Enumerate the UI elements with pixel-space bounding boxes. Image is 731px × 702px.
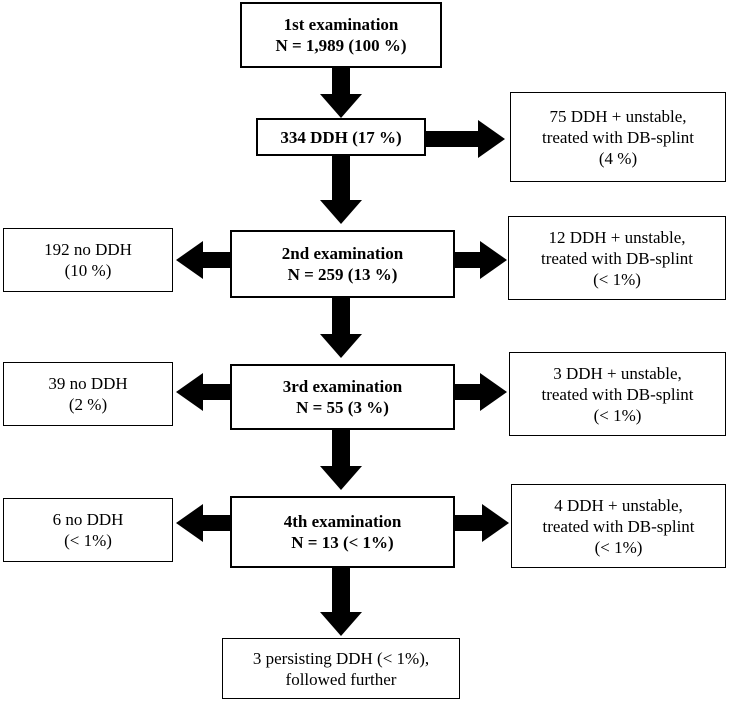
exam1-title: 1st examination — [283, 15, 399, 34]
noddh3-line-2: (2 %) — [68, 395, 108, 414]
exam3-title: 3rd examination — [282, 377, 403, 396]
arrow-down-ddh-to-exam2 — [320, 156, 362, 224]
splint1-line-2: treated with DB-splint — [541, 127, 695, 147]
splint2-line-3: (< 1%) — [593, 269, 641, 289]
ddh-box: 334 DDH (17 %) — [256, 118, 426, 156]
arrow-right-exam4-to-splint4 — [455, 504, 509, 542]
arrow-left-exam4-to-noddh4 — [176, 504, 230, 542]
arrow-left-exam2-to-noddh2 — [176, 241, 230, 279]
exam3-count: N = 55 (3 %) — [296, 398, 389, 417]
splint2-box: 12 DDH + unstable, treated with DB-splin… — [508, 216, 726, 300]
ddh-label: 334 DDH (17 %) — [280, 127, 402, 147]
exam2-count: N = 259 (13 %) — [287, 265, 398, 284]
noddh4-box: 6 no DDH (< 1%) — [3, 498, 173, 562]
splint4-box: 4 DDH + unstable, treated with DB-splint… — [511, 484, 726, 568]
splint1-box: 75 DDH + unstable, treated with DB-splin… — [510, 92, 726, 182]
noddh4-line-2: (< 1%) — [64, 531, 112, 550]
noddh2-line-2: (10 %) — [64, 261, 112, 280]
splint4-line-3: (< 1%) — [594, 537, 643, 557]
exam1-box: 1st examination N = 1,989 (100 %) — [240, 2, 442, 68]
splint4-line-1: 4 DDH + unstable, — [554, 495, 683, 515]
exam4-count: N = 13 (< 1%) — [291, 533, 394, 552]
exam1-count: N = 1,989 (100 %) — [275, 36, 407, 55]
splint4-line-2: treated with DB-splint — [542, 516, 695, 536]
splint3-line-3: (< 1%) — [593, 405, 642, 425]
persisting-line-2: followed further — [285, 669, 397, 689]
exam2-title: 2nd examination — [281, 244, 404, 263]
splint3-line-2: treated with DB-splint — [541, 384, 694, 404]
splint3-line-1: 3 DDH + unstable, — [553, 363, 682, 383]
exam4-title: 4th examination — [283, 512, 402, 531]
splint2-line-1: 12 DDH + unstable, — [548, 227, 686, 247]
persisting-box: 3 persisting DDH (< 1%), followed furthe… — [222, 638, 460, 699]
arrow-right-exam3-to-splint3 — [455, 373, 507, 411]
arrow-right-ddh-to-splint1 — [425, 120, 505, 158]
noddh2-line-1: 192 no DDH — [44, 240, 132, 259]
noddh2-box: 192 no DDH (10 %) — [3, 228, 173, 292]
noddh3-box: 39 no DDH (2 %) — [3, 362, 173, 426]
splint1-line-3: (4 %) — [598, 148, 638, 168]
arrow-down-exam2-to-exam3 — [320, 298, 362, 358]
splint3-box: 3 DDH + unstable, treated with DB-splint… — [509, 352, 726, 436]
arrow-down-exam1-to-ddh — [320, 68, 362, 118]
arrow-down-exam4-to-persisting — [320, 568, 362, 636]
arrow-left-exam3-to-noddh3 — [176, 373, 230, 411]
splint1-line-1: 75 DDH + unstable, — [549, 106, 687, 126]
noddh3-line-1: 39 no DDH — [48, 374, 128, 393]
exam2-box: 2nd examination N = 259 (13 %) — [230, 230, 455, 298]
noddh4-line-1: 6 no DDH — [52, 510, 124, 529]
exam3-box: 3rd examination N = 55 (3 %) — [230, 364, 455, 430]
persisting-line-1: 3 persisting DDH (< 1%), — [252, 648, 430, 668]
exam4-box: 4th examination N = 13 (< 1%) — [230, 496, 455, 568]
arrow-right-exam2-to-splint2 — [455, 241, 507, 279]
arrow-down-exam3-to-exam4 — [320, 430, 362, 490]
splint2-line-2: treated with DB-splint — [540, 248, 694, 268]
